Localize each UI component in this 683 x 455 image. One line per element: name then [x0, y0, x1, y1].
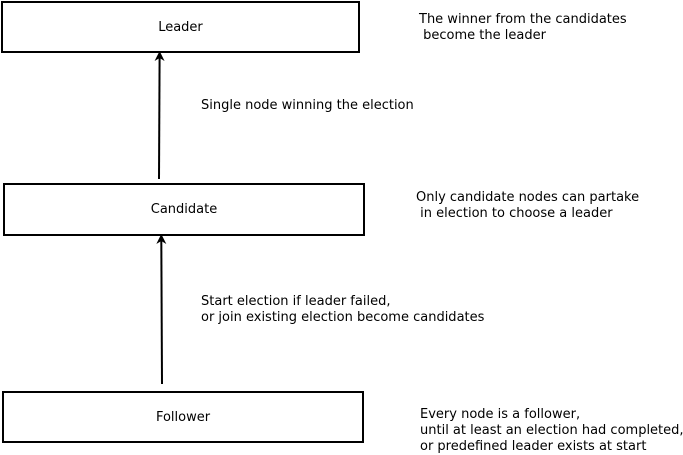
candidate-node-label: Candidate: [150, 202, 218, 217]
follower-node: Follower: [2, 391, 364, 443]
arrow-follower-to-candidate: [156, 234, 167, 385]
candidate-to-leader-label: Single node winning the election: [201, 98, 414, 113]
leader-node: Leader: [1, 1, 360, 53]
arrow-candidate-to-leader: [154, 51, 165, 180]
leader-node-label: Leader: [158, 19, 203, 35]
follower-to-candidate-label: Start election if leader failed, or join…: [201, 294, 485, 325]
candidate-node: Candidate: [3, 183, 365, 236]
leader-note: The winner from the candidates become th…: [419, 12, 627, 43]
follower-node-label: Follower: [155, 409, 211, 425]
candidate-note: Only candidate nodes can partake in elec…: [416, 190, 640, 221]
follower-note: Every node is a follower, until at least…: [420, 407, 683, 454]
